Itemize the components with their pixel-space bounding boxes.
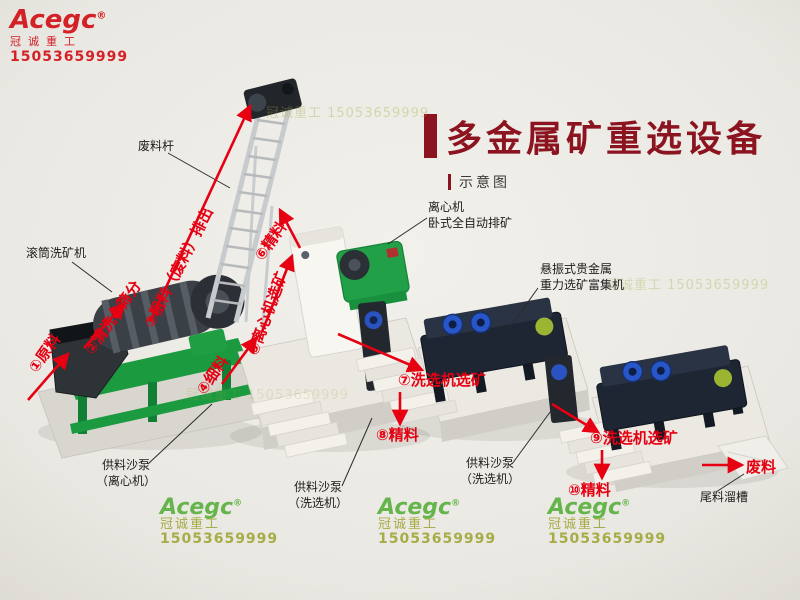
label-feed-pump-washer-1: 供料沙泵 （洗选机） bbox=[288, 480, 348, 511]
watermark-bottom-left: Acegc® 冠诚重工 15053659999 bbox=[160, 496, 278, 546]
label-feed-pump-centrifuge-line1: 供料沙泵 bbox=[102, 458, 151, 472]
watermark-logo-word: Acegc bbox=[548, 495, 622, 520]
ladder-head-pulley bbox=[243, 78, 302, 120]
watermark-logo: Acegc® bbox=[548, 496, 666, 519]
registered-mark: ® bbox=[621, 498, 631, 509]
watermark-logo-word: Acegc bbox=[160, 495, 234, 520]
label-feed-pump-washer-2-line1: 供料沙泵 bbox=[466, 456, 515, 470]
brand-company: 冠诚重工 bbox=[10, 34, 82, 48]
registered-mark: ® bbox=[451, 498, 461, 509]
label-shaker-line1: 悬振式贵金属 bbox=[540, 262, 613, 276]
page-subtitle: 示意图 bbox=[448, 172, 510, 192]
label-centrifuge-line1: 离心机 bbox=[428, 200, 465, 214]
brand-logo-text: Acegc® bbox=[10, 6, 128, 35]
page-title-block: 多金属矿重选设备 bbox=[424, 110, 766, 162]
shaker-2-body bbox=[596, 345, 748, 451]
centrifuge-machine bbox=[237, 226, 432, 458]
label-drum-washer: 滚筒洗矿机 bbox=[26, 246, 87, 260]
label-centrifuge: 离心机 卧式全自动排矿 bbox=[428, 200, 512, 231]
shaker-machine-1 bbox=[355, 297, 590, 442]
arrow-step7 bbox=[337, 332, 425, 373]
arrow-step2 bbox=[83, 302, 126, 349]
staircase-shaker-1 bbox=[355, 346, 458, 425]
watermark-bottom-center: Acegc® 冠诚重工 15053659999 bbox=[378, 496, 496, 546]
flow-step-7-washer-select: ⑦洗选机选矿 bbox=[398, 371, 486, 389]
watermark-faint-left: 冠诚重工 15053659999 bbox=[186, 388, 350, 403]
label-shaker: 悬振式贵金属 重力选矿富集机 bbox=[540, 262, 624, 293]
watermark-phone: 15053659999 bbox=[378, 530, 497, 547]
watermark-company: 冠诚重工 bbox=[378, 517, 439, 533]
subtitle-accent-bar bbox=[448, 174, 451, 190]
label-feed-pump-centrifuge-line2: （离心机） bbox=[96, 473, 157, 488]
watermark-logo-word: Acegc bbox=[378, 495, 452, 520]
shaker-machine-2 bbox=[558, 345, 789, 492]
flow-step-10-concentrate: ⑩精料 bbox=[568, 481, 611, 499]
flow-waste-out: 废料 bbox=[746, 458, 777, 476]
label-tailings-chute: 尾料溜槽 bbox=[700, 490, 749, 504]
watermark-logo: Acegc® bbox=[378, 496, 496, 519]
label-feed-pump-washer-2: 供料沙泵 （洗选机） bbox=[460, 456, 520, 487]
label-feed-pump-washer-2-line2: （洗选机） bbox=[460, 471, 521, 486]
watermark-faint-top: 冠诚重工 15053659999 bbox=[266, 106, 430, 121]
page-subtitle-text: 示意图 bbox=[459, 175, 510, 191]
label-feed-pump-centrifuge: 供料沙泵 （离心机） bbox=[96, 458, 156, 489]
watermark-company: 冠诚重工 bbox=[160, 517, 221, 533]
arrow-step9 bbox=[551, 402, 601, 434]
arrow-step5 bbox=[260, 253, 295, 333]
flow-step-8-concentrate: ⑧精料 bbox=[376, 426, 419, 444]
arrow-step1 bbox=[27, 352, 70, 401]
label-centrifuge-line2: 卧式全自动排矿 bbox=[428, 215, 513, 230]
centrifuge-unit bbox=[336, 240, 410, 311]
watermark-logo: Acegc® bbox=[160, 496, 278, 519]
label-shaker-line2: 重力选矿富集机 bbox=[540, 277, 625, 292]
watermark-phone: 15053659999 bbox=[548, 530, 667, 547]
label-feed-pump-washer-1-line1: 供料沙泵 bbox=[294, 480, 343, 494]
washing-drum bbox=[93, 274, 245, 354]
arrow-step4 bbox=[220, 335, 258, 385]
brand-logo-word: Acegc bbox=[10, 5, 97, 35]
label-connectors bbox=[71, 152, 745, 493]
watermark-phone: 15053659999 bbox=[160, 530, 279, 547]
brand-logo-topleft: Acegc® 冠诚重工 15053659999 bbox=[10, 6, 128, 65]
watermark-bottom-right: Acegc® 冠诚重工 15053659999 bbox=[548, 496, 666, 546]
elevator-ladder bbox=[205, 78, 302, 335]
staircase-centrifuge bbox=[250, 390, 348, 458]
flow-arrows bbox=[27, 103, 745, 481]
watermark-company: 冠诚重工 bbox=[548, 517, 609, 533]
page-title: 多金属矿重选设备 bbox=[446, 119, 767, 160]
label-feed-pump-washer-1-line2: （洗选机） bbox=[288, 495, 349, 510]
brand-phone: 15053659999 bbox=[10, 48, 129, 65]
watermark-faint-right: 冠诚重工 15053659999 bbox=[606, 278, 770, 293]
label-waste-rod: 废料杆 bbox=[138, 139, 175, 153]
registered-mark: ® bbox=[96, 10, 107, 22]
arrow-step3 bbox=[148, 103, 252, 323]
arrow-step6 bbox=[278, 207, 302, 249]
title-accent-bar bbox=[424, 114, 437, 158]
registered-mark: ® bbox=[233, 498, 243, 509]
flow-step-9-washer-select: ⑨洗选机选矿 bbox=[590, 429, 678, 447]
shaker-1-body bbox=[420, 297, 568, 403]
